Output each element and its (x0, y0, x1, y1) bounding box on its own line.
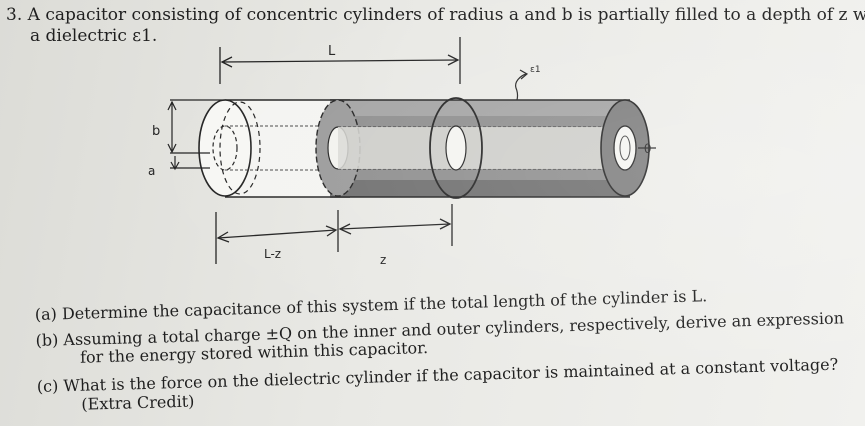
problem-statement: A capacitor consisting of concentric cyl… (27, 5, 865, 25)
label-a: a (148, 164, 155, 178)
cylinder-end-cap: θ (600, 99, 656, 197)
part-c-line-2: (Extra Credit) (81, 391, 195, 414)
label-L: L (328, 44, 336, 59)
problem-statement-line-2: a dielectric ε1. (30, 26, 158, 46)
capacitor-figure: L ε1 (148, 37, 656, 264)
label-b: b (152, 124, 160, 139)
radius-dimensions (167, 99, 225, 171)
label-epsilon: ε1 (530, 65, 541, 75)
question-parts: (a) Determine the capacitance of this sy… (34, 261, 865, 426)
dielectric-region (315, 99, 630, 198)
dimension-L (219, 37, 461, 84)
label-L-minus-z: L-z (264, 247, 281, 261)
problem-statement-line-1: 3. A capacitor consisting of concentric … (6, 5, 865, 25)
outer-shell-ring (429, 97, 483, 199)
svg-text:θ: θ (644, 142, 651, 156)
dimension-Lz-z (215, 204, 453, 264)
label-z: z (380, 253, 386, 264)
problem-number: 3. (6, 5, 23, 25)
